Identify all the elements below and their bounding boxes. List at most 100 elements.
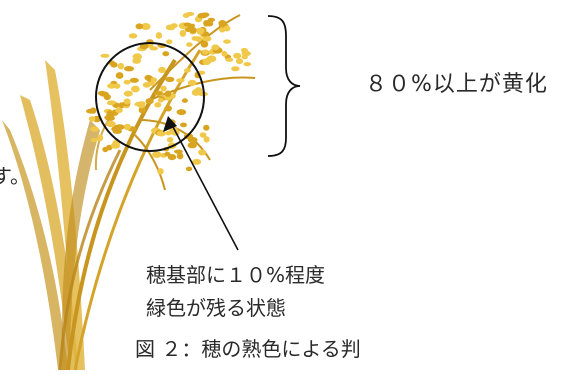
rice-grain bbox=[203, 20, 210, 27]
rice-leaf bbox=[61, 120, 100, 370]
rice-grain bbox=[156, 130, 166, 137]
rice-grain bbox=[202, 35, 212, 42]
rice-grain bbox=[131, 85, 140, 93]
rice-grain bbox=[203, 124, 210, 131]
rice-grain bbox=[187, 79, 197, 86]
rice-grain bbox=[211, 44, 220, 51]
rice-grain bbox=[107, 84, 114, 88]
rice-grain bbox=[199, 132, 207, 138]
rice-grain bbox=[176, 78, 185, 83]
rice-grain bbox=[221, 50, 228, 57]
rice-grain bbox=[200, 40, 209, 48]
rice-grain bbox=[187, 136, 198, 143]
rice-grain bbox=[201, 49, 209, 55]
rice-grain bbox=[162, 51, 170, 57]
rice-grain bbox=[123, 79, 131, 85]
rice-grain bbox=[225, 57, 234, 62]
rice-leaf bbox=[45, 60, 85, 370]
rice-grain bbox=[134, 101, 144, 107]
rice-grain bbox=[97, 134, 104, 142]
rice-grain bbox=[180, 122, 187, 128]
rice-grain bbox=[123, 90, 133, 97]
truncated-text: す。 bbox=[0, 164, 30, 188]
base-label-line1: 穂基部に１０%程度 bbox=[146, 263, 326, 287]
rice-leaf bbox=[2, 120, 68, 370]
rice-grain bbox=[166, 39, 173, 45]
rice-grain bbox=[181, 98, 188, 103]
rice-grain bbox=[157, 168, 164, 175]
rice-grain bbox=[145, 98, 154, 105]
rice-grain bbox=[135, 23, 144, 30]
rice-grain bbox=[152, 151, 162, 159]
rice-grain bbox=[102, 146, 109, 153]
rice-grain bbox=[89, 107, 97, 114]
rice-grain bbox=[90, 126, 99, 132]
rice-grain bbox=[223, 25, 231, 32]
rice-grain bbox=[167, 154, 177, 161]
rice-grain bbox=[176, 152, 184, 160]
rice-grain bbox=[129, 77, 139, 83]
rice-grain bbox=[201, 12, 210, 18]
rice-grain bbox=[115, 107, 123, 114]
rice-stem bbox=[73, 49, 202, 371]
rice-grain bbox=[107, 100, 115, 106]
rice-grain bbox=[110, 62, 118, 68]
rice-grain bbox=[165, 76, 175, 83]
rice-grain bbox=[174, 149, 183, 154]
rice-grain bbox=[115, 72, 124, 79]
highlight-circle bbox=[95, 42, 205, 152]
rice-grain bbox=[114, 124, 125, 130]
rice-grain bbox=[202, 58, 211, 66]
rice-grain bbox=[138, 106, 146, 114]
rice-grain bbox=[97, 90, 106, 96]
rice-grain bbox=[106, 110, 113, 116]
rice-grain bbox=[93, 115, 101, 123]
rice-grain bbox=[191, 36, 200, 41]
rice-grain bbox=[164, 90, 172, 97]
rice-grain bbox=[158, 66, 166, 74]
rice-grain bbox=[166, 137, 174, 143]
rice-grain bbox=[182, 13, 190, 18]
rice-grain bbox=[139, 43, 149, 50]
rice-plant-illustration bbox=[2, 14, 256, 371]
yellowing-label: ８０%以上が黄化 bbox=[365, 72, 548, 97]
curly-brace bbox=[267, 15, 301, 157]
rice-grain bbox=[192, 158, 202, 165]
rice-grain bbox=[170, 23, 178, 29]
pointer-arrow bbox=[163, 116, 239, 251]
rice-grain bbox=[112, 129, 123, 134]
rice-grain bbox=[187, 142, 197, 149]
rice-grain bbox=[123, 98, 131, 105]
rice-grain bbox=[160, 85, 167, 92]
rice-grain bbox=[186, 42, 193, 47]
rice-grain bbox=[176, 109, 187, 116]
rice-grain bbox=[157, 98, 164, 103]
rice-grain bbox=[223, 39, 231, 44]
figure-caption: 図 ２：穂の熟色による判 bbox=[135, 337, 361, 361]
rice-grain bbox=[144, 74, 153, 81]
rice-grain bbox=[219, 27, 226, 33]
rice-stem bbox=[58, 149, 122, 371]
rice-grain bbox=[155, 32, 163, 39]
rice-grain bbox=[88, 116, 96, 122]
rice-grain bbox=[132, 57, 142, 64]
rice-grain bbox=[150, 77, 157, 83]
rice-grain bbox=[231, 66, 240, 72]
rice-grain bbox=[185, 166, 193, 172]
rice-grain bbox=[100, 53, 110, 58]
rice-grain bbox=[154, 91, 163, 96]
rice-grain bbox=[164, 105, 172, 112]
rice-grain bbox=[164, 151, 171, 157]
base-label-line2: 緑色が残る状態 bbox=[146, 296, 286, 320]
rice-grains bbox=[86, 11, 252, 175]
rice-grain bbox=[140, 23, 151, 30]
rice-grain bbox=[196, 29, 204, 35]
rice-grain bbox=[142, 82, 151, 88]
rice-grain bbox=[187, 23, 196, 28]
rice-grain bbox=[106, 120, 116, 128]
rice-grain bbox=[233, 52, 242, 59]
rice-grain bbox=[124, 66, 134, 72]
rice-grain bbox=[154, 102, 162, 108]
rice-grain bbox=[110, 142, 121, 149]
rice-grain bbox=[90, 138, 98, 143]
